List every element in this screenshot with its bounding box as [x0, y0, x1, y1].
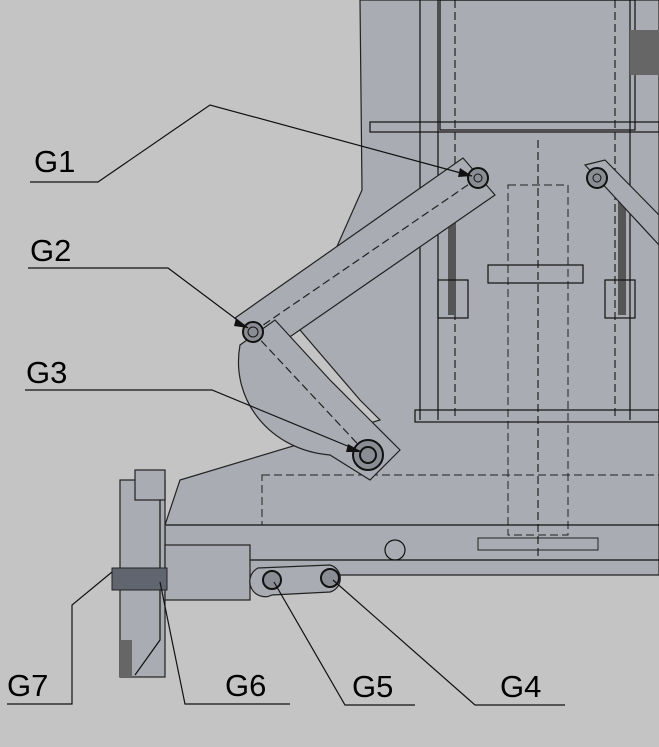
label-g2: G2: [30, 233, 71, 268]
label-g3: G3: [26, 355, 67, 390]
pin-joints: [242, 167, 608, 590]
label-g6: G6: [225, 668, 266, 703]
frame-columns: [165, 0, 659, 561]
leader-lines: [7, 104, 565, 706]
main-frame: [164, 0, 659, 576]
pin-g6: [111, 567, 168, 591]
label-g5: G5: [352, 669, 393, 704]
leader-arrows: [234, 168, 472, 452]
label-g1: G1: [34, 144, 75, 179]
label-g4: G4: [500, 669, 541, 704]
label-g7: G7: [7, 668, 48, 703]
